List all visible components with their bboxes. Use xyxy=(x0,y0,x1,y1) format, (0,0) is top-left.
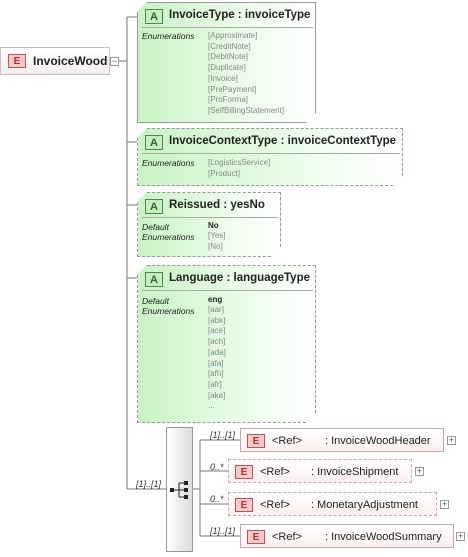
element-badge-icon: E xyxy=(235,498,253,512)
element-badge-icon: E xyxy=(247,530,265,544)
attribute-badge-icon: A xyxy=(145,272,163,287)
enum-value: [ProForma] xyxy=(208,95,249,105)
attribute-divider xyxy=(142,290,313,291)
attribute-invoicetype-box: A InvoiceType : invoiceType Enumerations… xyxy=(137,2,316,123)
attribute-title: Reissued : yesNo xyxy=(169,199,265,211)
enum-value: [Yes] xyxy=(208,231,226,240)
element-badge-icon: E xyxy=(8,54,26,68)
expand-toggle-icon[interactable]: + xyxy=(447,435,456,445)
enum-value: [ace] xyxy=(208,326,226,336)
enum-value: [ada] xyxy=(208,347,226,357)
enum-value: [LogisticsService] xyxy=(208,158,271,167)
ref-label: <Ref> xyxy=(272,435,302,447)
attribute-divider xyxy=(142,217,278,218)
enumerations-label: Enumerations xyxy=(142,158,195,168)
child-element-invoicewoodsummary[interactable]: E <Ref> : InvoiceWoodSummary xyxy=(240,524,454,548)
expand-toggle-icon[interactable]: + xyxy=(415,466,424,476)
enumeration-list: [Yes] [No] xyxy=(208,231,226,252)
enumeration-list: [LogisticsService] [Product] xyxy=(208,158,270,179)
child-element-name: : InvoiceShipment xyxy=(311,466,399,478)
enumerations-label: Enumerations xyxy=(142,306,195,316)
enum-value: [ach] xyxy=(208,337,226,347)
expand-toggle-icon[interactable]: + xyxy=(440,499,449,509)
element-badge-icon: E xyxy=(247,434,265,448)
enumerations-label: Enumerations xyxy=(142,232,195,242)
enum-value: [afa] xyxy=(208,358,224,368)
enum-value: [Product] xyxy=(208,168,241,178)
enum-value: [Invoice] xyxy=(208,73,238,83)
sequence-cardinality: [1]..[1] xyxy=(136,479,162,489)
enum-value: [SelfBillingStatement] xyxy=(208,105,285,115)
enum-value: [aka] xyxy=(208,390,226,400)
sequence-compositor[interactable] xyxy=(166,427,193,552)
ref-label: <Ref> xyxy=(260,499,290,511)
enumeration-list: [Approximate] [CreditNote] [DebitNote] [… xyxy=(208,31,284,117)
child-element-name: : InvoiceWoodHeader xyxy=(325,435,431,447)
enum-value: [abk] xyxy=(208,315,226,325)
default-label: Default xyxy=(142,222,169,232)
attribute-language-box: A Language : languageType Default eng En… xyxy=(137,265,316,423)
root-element-box[interactable]: E InvoiceWood xyxy=(0,47,110,75)
enum-value: [Duplicate] xyxy=(208,63,246,73)
element-badge-icon: E xyxy=(235,465,253,479)
attribute-badge-icon: A xyxy=(145,9,163,24)
enum-value: [PrePayment] xyxy=(208,84,257,94)
child-element-monetaryadjustment[interactable]: E <Ref> : MonetaryAdjustment xyxy=(228,492,437,516)
enumeration-list: [aar] [abk] [ace] [ach] [ada] [afa] [afh… xyxy=(208,305,226,412)
sequence-icon xyxy=(170,481,188,499)
attribute-badge-icon: A xyxy=(145,135,163,150)
child-element-invoiceshipment[interactable]: E <Ref> : InvoiceShipment xyxy=(228,459,412,483)
enum-value: [CreditNote] xyxy=(208,41,251,51)
enum-value: [Approximate] xyxy=(208,31,258,40)
default-label: Default xyxy=(142,296,169,306)
attribute-divider xyxy=(142,153,400,154)
attribute-title: Language : languageType xyxy=(169,272,310,284)
ref-label: <Ref> xyxy=(260,466,290,478)
expand-toggle-icon[interactable]: + xyxy=(456,531,465,541)
attribute-title: InvoiceType : invoiceType xyxy=(169,9,311,21)
attribute-invoicecontexttype-box: A InvoiceContextType : invoiceContextTyp… xyxy=(137,128,403,186)
enum-value: [afh] xyxy=(208,369,224,379)
attribute-reissued-box: A Reissued : yesNo Default No Enumeratio… xyxy=(137,192,281,257)
ref-label: <Ref> xyxy=(272,531,302,543)
enum-value: [afr] xyxy=(208,379,222,389)
collapse-toggle-icon[interactable]: − xyxy=(110,56,119,66)
attribute-divider xyxy=(142,27,313,28)
child-cardinality: [1]..[1] xyxy=(210,526,236,536)
child-cardinality: [1]..[1] xyxy=(210,430,236,440)
enum-value: [No] xyxy=(208,241,223,251)
enum-value: ... xyxy=(208,401,215,411)
default-value: eng xyxy=(208,295,223,304)
attribute-title: InvoiceContextType : invoiceContextType xyxy=(169,135,397,147)
child-cardinality: 0..* xyxy=(210,494,224,504)
child-element-invoicewoodheader[interactable]: E <Ref> : InvoiceWoodHeader xyxy=(240,428,444,452)
root-element-name: InvoiceWood xyxy=(33,54,108,68)
enum-value: [aar] xyxy=(208,305,225,314)
enum-value: [DebitNote] xyxy=(208,52,249,62)
attribute-badge-icon: A xyxy=(145,199,163,214)
enumerations-label: Enumerations xyxy=(142,31,195,41)
default-value: No xyxy=(208,221,219,230)
child-element-name: : InvoiceWoodSummary xyxy=(325,531,442,543)
child-element-name: : MonetaryAdjustment xyxy=(311,499,418,511)
child-cardinality: 0..* xyxy=(210,462,224,472)
